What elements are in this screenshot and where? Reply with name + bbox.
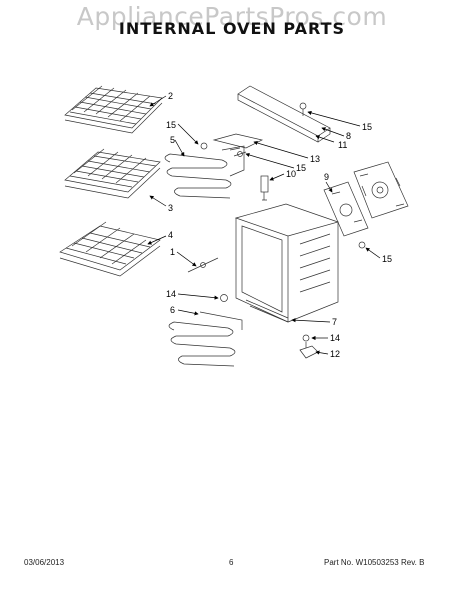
callout-14: 14 bbox=[330, 333, 340, 343]
callout-7: 7 bbox=[332, 317, 337, 327]
footer-page-number: 6 bbox=[229, 558, 234, 567]
callout-15: 15 bbox=[296, 163, 306, 173]
bake-element bbox=[168, 311, 243, 367]
broil-element bbox=[164, 145, 245, 199]
screw bbox=[358, 241, 366, 249]
revision-label: Rev. bbox=[400, 558, 417, 567]
oven-rack-top bbox=[64, 85, 163, 134]
screw bbox=[237, 151, 243, 157]
oven-rack-middle bbox=[64, 148, 161, 199]
meat-probe-jack bbox=[187, 257, 219, 273]
element-bracket bbox=[212, 133, 264, 157]
rear-cover-panel bbox=[323, 181, 369, 237]
footer-date: 03/06/2013 bbox=[24, 558, 65, 567]
oven-cavity bbox=[234, 203, 340, 323]
callout-10: 10 bbox=[286, 169, 296, 179]
callout-4: 4 bbox=[168, 230, 173, 240]
callout-13: 13 bbox=[310, 154, 320, 164]
footer-part-number-block: Part No. W10503253 Rev. B bbox=[324, 558, 424, 567]
callout-11: 11 bbox=[338, 140, 347, 150]
watermark: AppliancePartsPros.com bbox=[76, 2, 388, 31]
callout-15: 15 bbox=[362, 122, 372, 132]
convection-fan-assembly bbox=[353, 161, 409, 219]
screw bbox=[200, 142, 208, 150]
element-clip bbox=[299, 342, 319, 359]
callout-3: 3 bbox=[168, 203, 173, 213]
screw bbox=[299, 102, 307, 116]
callout-2: 2 bbox=[168, 91, 173, 101]
page-title: INTERNAL OVEN PARTS bbox=[118, 19, 346, 38]
callout-5: 5 bbox=[170, 135, 175, 145]
nut bbox=[302, 334, 310, 342]
oven-rack-bottom bbox=[59, 221, 161, 277]
callout-6: 6 bbox=[170, 305, 175, 315]
callout-8: 8 bbox=[346, 131, 351, 141]
revision: B bbox=[419, 558, 425, 567]
nut bbox=[220, 294, 228, 302]
temperature-sensor bbox=[260, 175, 269, 201]
part-number: W10503253 bbox=[355, 558, 399, 567]
callout-14: 14 bbox=[166, 289, 176, 299]
callout-15: 15 bbox=[382, 254, 392, 264]
callout-9: 9 bbox=[324, 172, 329, 182]
leader-lines bbox=[147, 95, 381, 355]
callout-12: 12 bbox=[330, 349, 340, 359]
part-number-label: Part No. bbox=[324, 558, 354, 567]
callout-1: 1 bbox=[170, 247, 175, 257]
callout-15: 15 bbox=[166, 120, 176, 130]
